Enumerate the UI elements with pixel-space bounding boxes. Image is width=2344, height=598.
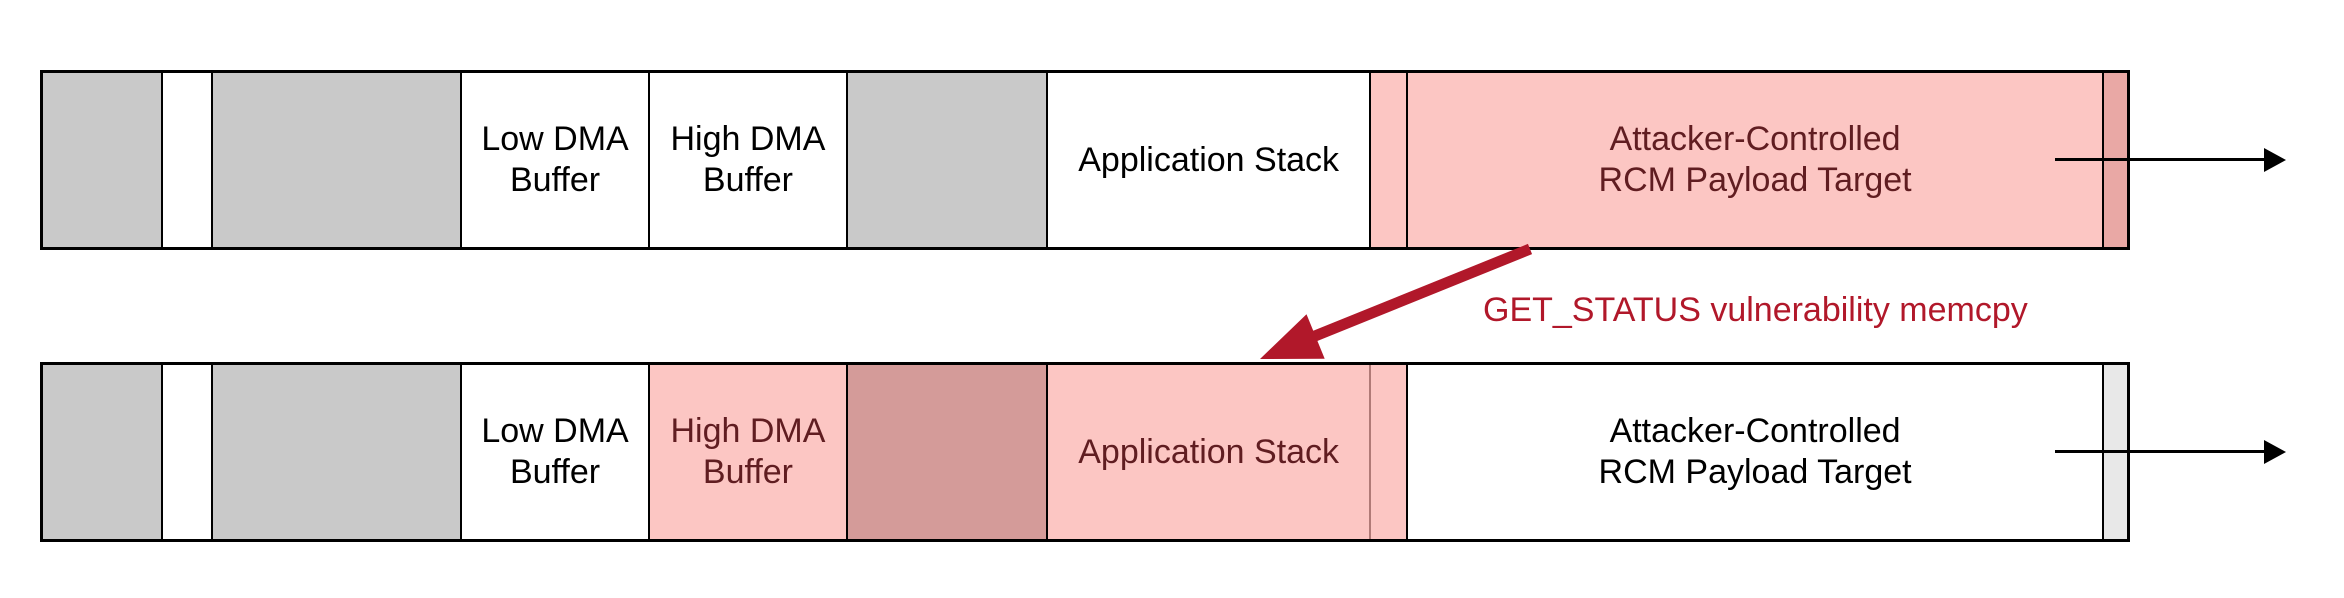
cell-low-dma-buffer: Low DMA Buffer (459, 73, 649, 247)
cell-reserved-region-1 (43, 73, 161, 247)
application-stack-label: Application Stack (1078, 140, 1340, 179)
cell-high-dma-buffer: High DMA Buffer (648, 73, 846, 247)
cell-gap-region (160, 73, 211, 247)
rcm-payload-target-label: Attacker-Controlled RCM Payload Target (1598, 120, 1912, 199)
cell-rcm-payload-target: Attacker-Controlled RCM Payload Target (1406, 365, 2103, 539)
cell-reserved-region-1 (43, 365, 161, 539)
cell-overwritten-region (845, 365, 1047, 539)
low-dma-buffer-label: Low DMA Buffer (481, 412, 629, 491)
cell-rcm-payload-target: Attacker-Controlled RCM Payload Target (1406, 73, 2103, 247)
output-arrow-bottom-head-icon (2264, 440, 2286, 464)
output-arrow-top-head-icon (2264, 148, 2286, 172)
cell-payload-start-sliver (1369, 365, 1407, 539)
cell-high-dma-buffer: High DMA Buffer (648, 365, 846, 539)
low-dma-buffer-label: Low DMA Buffer (481, 120, 629, 199)
cell-reserved-region-2 (210, 73, 460, 247)
cell-low-dma-buffer: Low DMA Buffer (459, 365, 649, 539)
high-dma-buffer-label: High DMA Buffer (670, 412, 826, 491)
memcpy-vulnerability-label: GET_STATUS vulnerability memcpy (1483, 291, 2028, 329)
cell-application-stack: Application Stack (1046, 73, 1370, 247)
cell-payload-start-sliver (1369, 73, 1407, 247)
high-dma-buffer-label: High DMA Buffer (670, 120, 826, 199)
cell-reserved-region-3 (845, 73, 1047, 247)
output-arrow-top-line (2055, 158, 2268, 161)
cell-application-stack: Application Stack (1046, 365, 1370, 539)
output-arrow-bottom-line (2055, 450, 2268, 453)
rcm-payload-target-label: Attacker-Controlled RCM Payload Target (1598, 412, 1912, 491)
cell-reserved-region-2 (210, 365, 460, 539)
memory-bar-before-overflow: Low DMA Buffer High DMA Buffer Application… (40, 70, 2130, 250)
memcpy-arrow-head-icon (1260, 314, 1325, 359)
cell-gap-region (160, 365, 211, 539)
application-stack-label: Application Stack (1078, 432, 1340, 471)
memory-bar-after-overflow: Low DMA Buffer High DMA Buffer Application… (40, 362, 2130, 542)
